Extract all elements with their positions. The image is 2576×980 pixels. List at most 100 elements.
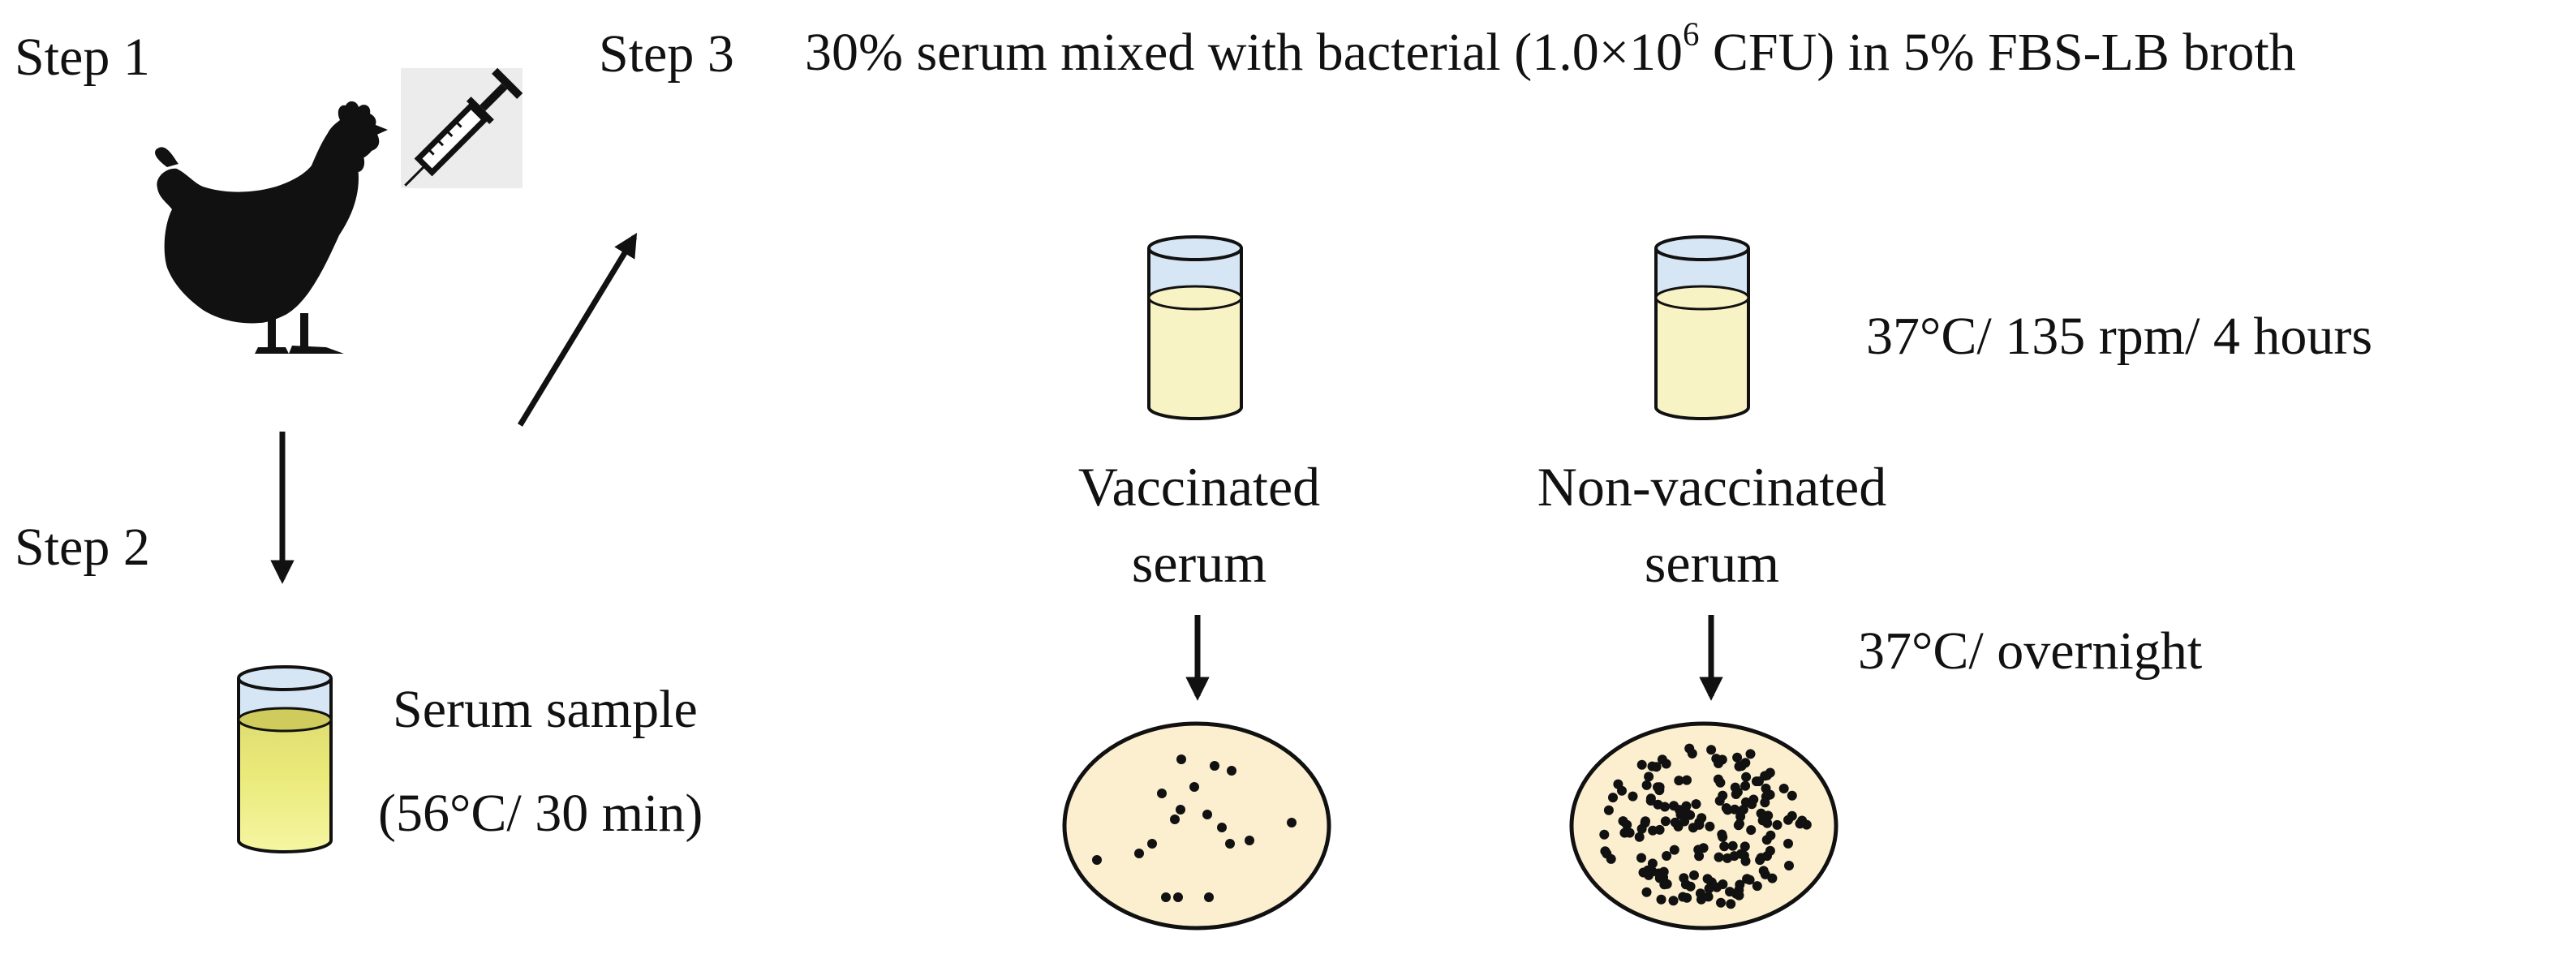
- colony: [1702, 874, 1713, 884]
- colony: [1675, 810, 1686, 820]
- overnight-incubation-label: 37°C/ overnight: [1858, 621, 2203, 681]
- colony: [1784, 861, 1794, 870]
- shaking-incubation-label: 37°C/ 135 rpm/ 4 hours: [1866, 307, 2373, 366]
- colony: [1670, 817, 1680, 827]
- colony: [1678, 892, 1688, 902]
- colony: [1689, 870, 1699, 880]
- colony: [1157, 789, 1167, 798]
- colony: [1718, 832, 1728, 842]
- colony: [1753, 776, 1764, 787]
- colony: [1682, 775, 1692, 785]
- colony: [1719, 841, 1730, 852]
- step-3-description: 30% serum mixed with bacterial (1.0×106 …: [805, 17, 2296, 82]
- colony: [1647, 858, 1658, 869]
- culture-tube-icon-vaccinated: [1147, 235, 1243, 420]
- colony: [1687, 748, 1697, 759]
- colony: [1617, 785, 1627, 796]
- colony: [1653, 782, 1662, 793]
- description-part2: CFU) in 5% FBS-LB broth: [1699, 23, 2296, 82]
- colony: [1795, 819, 1805, 829]
- colony: [1092, 855, 1102, 865]
- colony: [1643, 865, 1654, 875]
- colony: [1787, 790, 1797, 801]
- colony: [1732, 752, 1743, 763]
- colony: [1681, 801, 1692, 811]
- vaccinated-label-line2: serum: [1131, 532, 1267, 594]
- colony: [1734, 761, 1744, 772]
- colony: [1762, 770, 1772, 780]
- colony: [1760, 797, 1770, 808]
- colony: [1624, 827, 1635, 838]
- colony: [1704, 883, 1714, 894]
- colony: [1772, 819, 1783, 830]
- colony: [1726, 899, 1736, 909]
- colony: [1758, 866, 1769, 876]
- colony: [1202, 810, 1212, 819]
- colony: [1227, 766, 1236, 776]
- step-1-label: Step 1: [15, 28, 150, 87]
- colony: [1669, 845, 1679, 855]
- colony: [1713, 774, 1723, 784]
- colony: [1744, 875, 1755, 885]
- colony: [1170, 815, 1180, 824]
- culture-tube-icon-non-vaccinated: [1654, 235, 1750, 420]
- colony: [1287, 818, 1297, 827]
- colony: [1644, 772, 1654, 782]
- serum-sample-label: Serum sample: [393, 680, 698, 739]
- colony: [1225, 839, 1235, 849]
- colony: [1716, 897, 1726, 908]
- serum-tube-icon: [237, 665, 333, 853]
- chicken-icon: [155, 101, 388, 354]
- colony: [1636, 853, 1646, 863]
- colony: [1606, 853, 1616, 864]
- colony: [1660, 802, 1670, 812]
- colony: [1654, 873, 1665, 883]
- colony: [1147, 839, 1157, 849]
- petri-dish-icon-non-vaccinated: [1569, 721, 1838, 931]
- colony: [1740, 856, 1751, 866]
- colony: [1683, 809, 1693, 819]
- colony: [1662, 851, 1672, 861]
- arrow-step2-to-step3: [518, 232, 638, 427]
- colony: [1706, 745, 1717, 755]
- step-3-label: Step 3: [599, 24, 734, 84]
- colony: [1134, 849, 1144, 858]
- non-vaccinated-label-line2: serum: [1644, 532, 1780, 594]
- colony: [1662, 879, 1672, 889]
- colony: [1603, 805, 1614, 815]
- description-part1: 30% serum mixed with bacterial (1.0×10: [805, 23, 1683, 82]
- colony: [1740, 780, 1751, 791]
- serum-sample-condition: (56°C/ 30 min): [378, 784, 703, 843]
- colony: [1787, 810, 1797, 821]
- colony: [1668, 896, 1679, 906]
- colony: [1765, 830, 1776, 840]
- colony: [1703, 892, 1714, 902]
- colony: [1189, 782, 1199, 792]
- colony: [1756, 853, 1766, 863]
- colony: [1740, 797, 1751, 807]
- colony: [1730, 782, 1740, 793]
- colony: [1634, 832, 1645, 842]
- colony: [1727, 840, 1738, 851]
- colony: [1691, 799, 1701, 810]
- colony: [1669, 801, 1679, 811]
- colony: [1705, 821, 1715, 832]
- colony: [1245, 836, 1254, 845]
- colony: [1765, 845, 1775, 856]
- colony: [1641, 780, 1652, 790]
- description-exponent: 6: [1682, 15, 1700, 53]
- colony: [1762, 818, 1773, 828]
- colony: [1679, 873, 1689, 883]
- colony: [1674, 776, 1684, 786]
- colony: [1656, 894, 1666, 905]
- colony: [1746, 825, 1757, 836]
- colony: [1725, 887, 1735, 897]
- colony: [1695, 888, 1705, 899]
- colony: [1783, 838, 1793, 849]
- colony: [1697, 813, 1707, 823]
- colony: [1714, 852, 1724, 862]
- colony: [1657, 754, 1667, 765]
- colony: [1636, 759, 1647, 770]
- colony: [1641, 887, 1652, 897]
- colony: [1778, 784, 1789, 793]
